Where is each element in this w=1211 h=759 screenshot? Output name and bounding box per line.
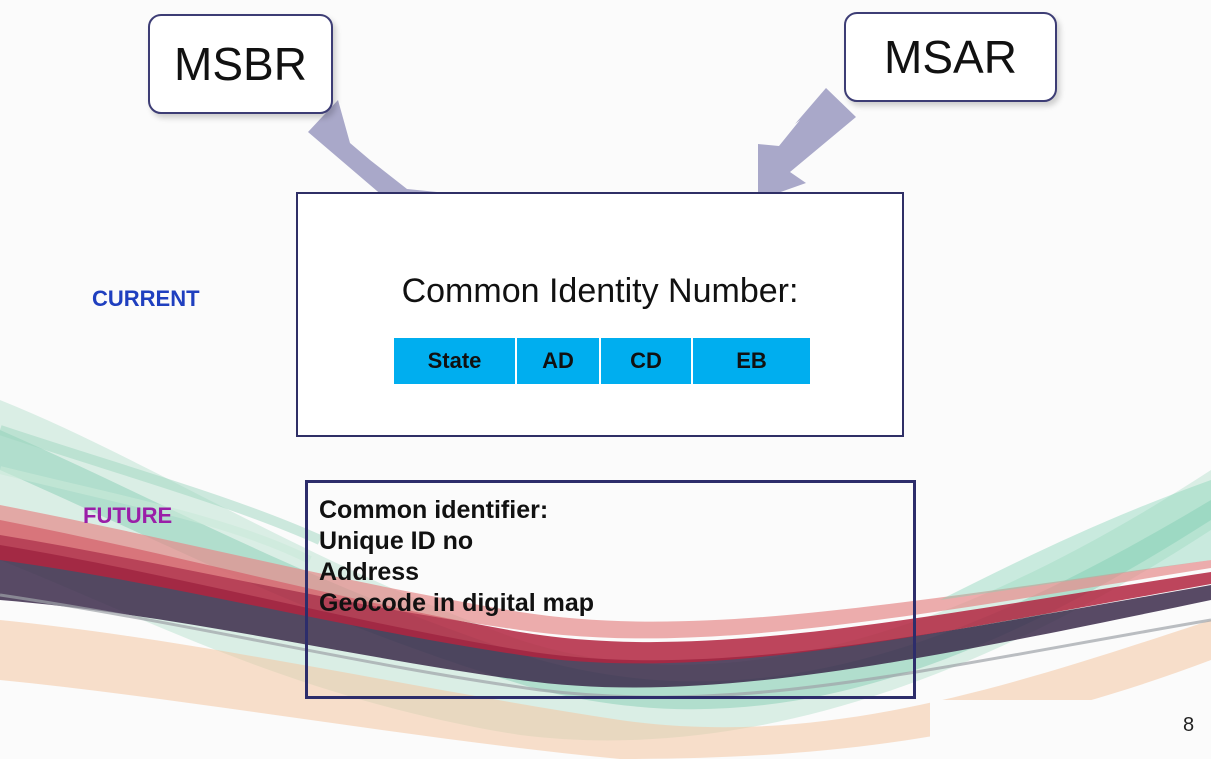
msar-box: MSAR	[844, 12, 1057, 102]
msar-label: MSAR	[884, 31, 1017, 83]
msbr-label: MSBR	[174, 38, 307, 90]
arrow-msbr-to-cin	[308, 100, 437, 214]
future-line-heading: Common identifier:	[319, 496, 549, 524]
future-identifier-box: Common identifier: Unique ID no Address …	[305, 480, 916, 699]
common-identity-number-title: Common Identity Number:	[401, 272, 799, 310]
field-cd: CD	[601, 338, 691, 384]
common-identity-number-box: Common Identity Number: State AD CD EB	[296, 192, 904, 437]
field-ad: AD	[517, 338, 599, 384]
page-number: 8	[1183, 714, 1195, 736]
field-state: State	[394, 338, 515, 384]
future-line-unique-id: Unique ID no	[319, 527, 474, 555]
field-eb: EB	[693, 338, 810, 384]
msbr-box: MSBR	[148, 14, 333, 114]
current-label: CURRENT	[92, 286, 200, 311]
future-line-address: Address	[319, 558, 420, 586]
future-line-geocode: Geocode in digital map	[319, 589, 595, 617]
identity-number-fields: State AD CD EB	[394, 338, 810, 384]
future-label: FUTURE	[83, 503, 173, 528]
arrow-msar-to-cin	[758, 88, 856, 200]
